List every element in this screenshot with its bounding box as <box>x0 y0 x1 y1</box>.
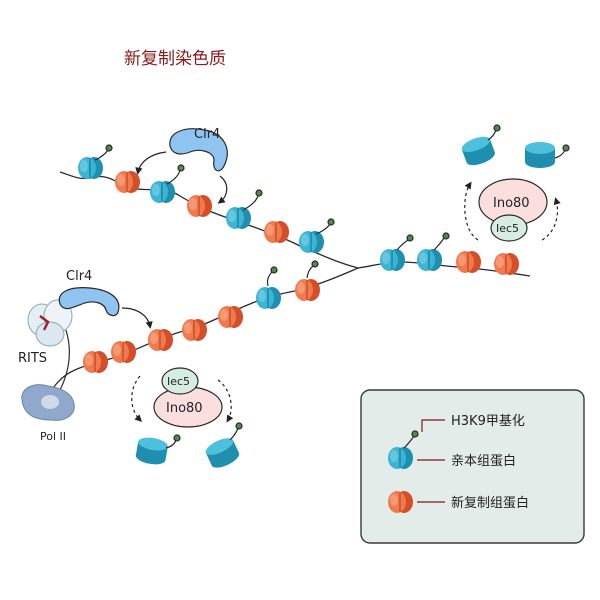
nucleosome-parental <box>255 286 282 310</box>
nucleosome-new <box>186 194 213 218</box>
new-chromatin-title: 新复制染色质 <box>124 49 226 69</box>
nucleosome-new <box>217 305 244 329</box>
nucleosome-new <box>493 252 520 276</box>
h3k9-methyl-mark <box>266 260 319 287</box>
free-histone-parental <box>134 435 169 467</box>
legend-new-histone-icon <box>387 490 414 514</box>
h3k9-methyl-mark <box>94 144 335 235</box>
ino80-top-arrow-left <box>464 181 479 241</box>
h3k9-methyl-mark <box>165 434 181 449</box>
ino80-complex-bottom: Ino80 Iec5 <box>153 367 223 428</box>
nucleosome-new <box>114 170 141 194</box>
nucleosome-new <box>147 328 174 352</box>
h3k9-methyl-mark <box>396 232 450 251</box>
clr4-top-arrow-in <box>135 151 167 175</box>
iec5-top-label: Iec5 <box>496 222 519 235</box>
clr4-top: Clr4 <box>169 127 228 172</box>
legend-parental-label: 亲本组蛋白 <box>451 453 516 469</box>
legend-methyl-leader <box>421 419 445 432</box>
nucleosome-new <box>294 278 321 302</box>
h3k9-methyl-mark <box>229 422 243 441</box>
legend-methyl-label: H3K9甲基化 <box>451 414 525 429</box>
free-histone-parental <box>203 434 242 472</box>
nucleosome-new <box>110 340 137 364</box>
nucleosome-new <box>181 318 208 342</box>
nucleosome-parental <box>225 206 252 230</box>
h3k9-methyl-mark <box>554 144 570 159</box>
pol2-complex: Pol II <box>21 384 75 443</box>
ino80-bottom-label: Ino80 <box>166 401 203 416</box>
nucleosome-new <box>263 220 290 244</box>
legend-new-label: 新复制组蛋白 <box>451 495 529 511</box>
ino80-bottom-arrow-right <box>217 379 234 423</box>
ino80-top-label: Ino80 <box>493 196 530 211</box>
clr4-bottom-label: Clr4 <box>66 269 92 284</box>
rits-label: RITS <box>18 351 47 366</box>
iec5-bottom-label: Iec5 <box>167 375 190 388</box>
ino80-bottom-arrow-left <box>131 375 143 423</box>
rits-tether <box>59 329 70 391</box>
nucleosome-new <box>82 350 109 374</box>
nucleosome-new <box>455 250 482 274</box>
nucleosome-parental <box>298 230 325 254</box>
pol2-label: Pol II <box>40 430 66 443</box>
clr4-bottom: Clr4 <box>58 269 120 317</box>
free-histone-parental <box>525 142 555 168</box>
legend-box: H3K9甲基化 亲本组蛋白 新复制组蛋白 <box>360 389 585 544</box>
nucleosome-parental <box>379 248 406 272</box>
free-histone-parental <box>459 133 497 169</box>
clr4-top-arrow-out <box>217 175 228 204</box>
ino80-complex-top: Ino80 Iec5 <box>478 178 548 242</box>
clr4-bottom-arrow <box>121 307 153 329</box>
legend-methyl-icon <box>403 430 419 449</box>
legend-parental-histone-icon <box>387 446 414 470</box>
rits-complex: RITS <box>18 299 73 366</box>
nucleosome-parental <box>416 248 443 272</box>
nucleosome-parental <box>77 156 104 180</box>
h3k9-methyl-mark <box>487 124 501 141</box>
nucleosome-parental <box>149 180 176 204</box>
dna-upper-strand <box>59 171 359 269</box>
clr4-top-label: Clr4 <box>194 127 220 142</box>
